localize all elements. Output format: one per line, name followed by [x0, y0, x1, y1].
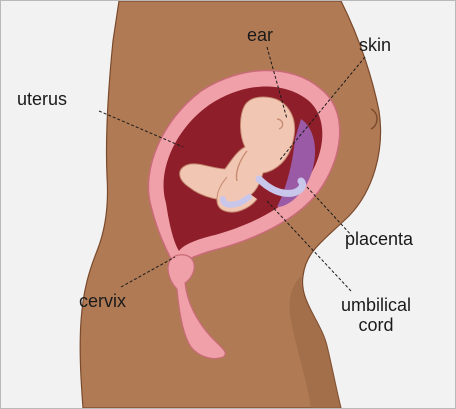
label-uterus: uterus: [17, 89, 67, 109]
label-umbilical-cord-line1: umbilical: [329, 295, 423, 315]
label-placenta: placenta: [345, 229, 413, 249]
label-umbilical-cord-line2: cord: [329, 315, 423, 335]
label-ear: ear: [247, 25, 273, 45]
label-cervix: cervix: [79, 291, 126, 311]
label-skin: skin: [359, 35, 391, 55]
label-umbilical-cord: umbilical cord: [329, 295, 423, 335]
